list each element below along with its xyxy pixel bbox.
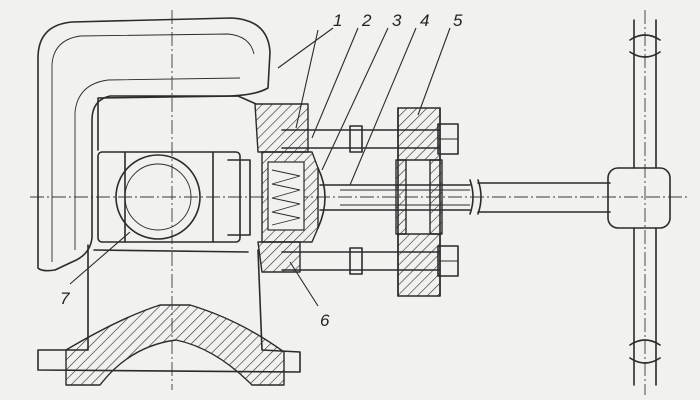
leader-6 (289, 261, 319, 307)
label-5: 5 (453, 11, 463, 30)
leader-2 (311, 27, 359, 139)
label-7: 7 (60, 289, 70, 308)
crown-nut-part-3 (261, 151, 326, 243)
leader-5 (417, 27, 451, 116)
lower-bolt (281, 245, 459, 277)
leader-4 (349, 27, 417, 186)
label-2: 2 (361, 11, 372, 30)
flange-plate-part-4 (395, 107, 443, 297)
shaft-part-7 (97, 151, 251, 243)
leader-7 (69, 231, 131, 285)
label-3: 3 (392, 11, 402, 30)
leader-3 (321, 27, 389, 171)
label-6: 6 (320, 311, 330, 330)
base-saddle (65, 304, 285, 386)
upper-bolt (281, 123, 459, 155)
t-handle (607, 19, 671, 386)
leader-1 (277, 27, 334, 129)
label-1: 1 (333, 11, 342, 30)
label-4: 4 (420, 11, 429, 30)
